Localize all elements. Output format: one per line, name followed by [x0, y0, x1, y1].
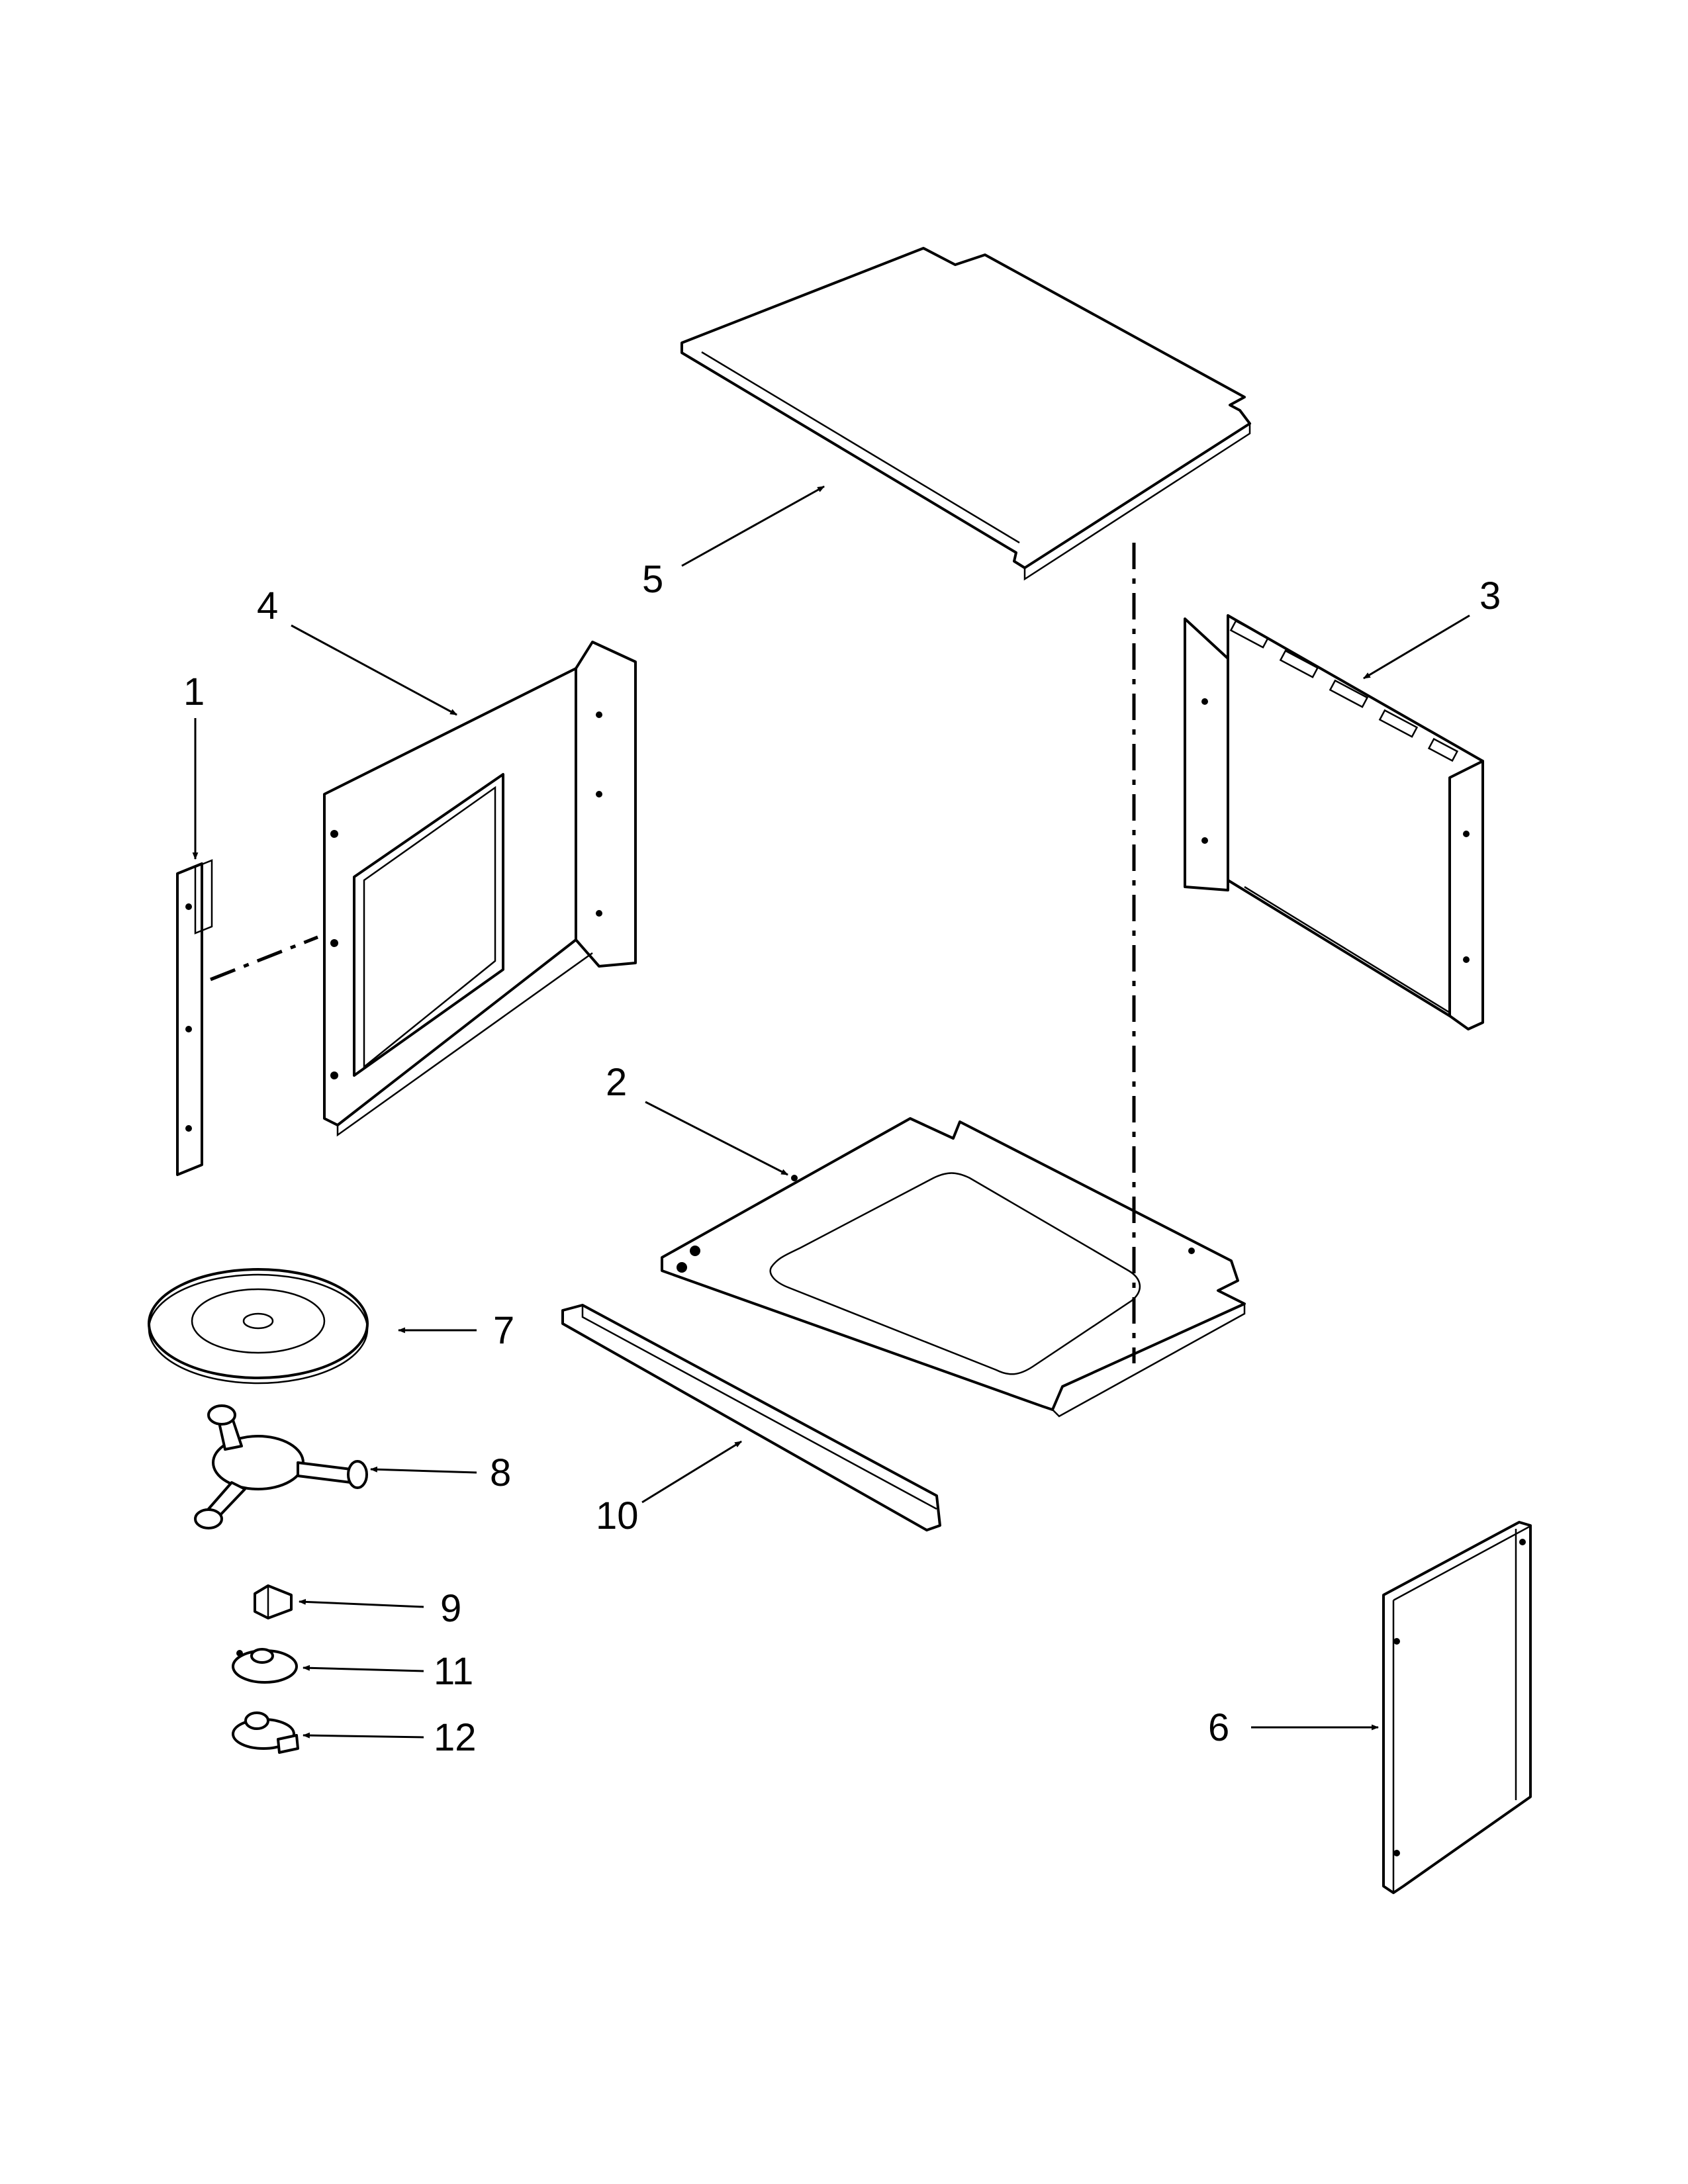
part-8-roller-support: [194, 1404, 368, 1529]
callout-8: 8: [490, 1451, 511, 1494]
callout-6: 6: [1208, 1706, 1229, 1749]
part-12-motor-connector: [232, 1711, 299, 1754]
callout-4: 4: [257, 584, 278, 627]
part-6-side-panel: [1382, 1521, 1532, 1894]
callout-12: 12: [434, 1716, 477, 1759]
part-9-coupler: [254, 1584, 293, 1619]
callout-9: 9: [440, 1587, 461, 1630]
part-10-trim-strip: [561, 1304, 941, 1531]
callout-5: 5: [642, 558, 663, 601]
leader-lines: [192, 485, 1470, 1739]
callout-11: 11: [434, 1650, 473, 1693]
callout-10: 10: [596, 1494, 639, 1537]
callout-1: 1: [183, 670, 205, 713]
callout-2: 2: [606, 1061, 627, 1104]
part-4-left-side-panel: [323, 641, 637, 1137]
part-5-top-panel: [680, 247, 1251, 581]
part-3-right-side-panel: [1184, 614, 1484, 1030]
callout-3: 3: [1479, 574, 1501, 617]
callout-7: 7: [493, 1309, 514, 1352]
part-7-turntable-tray: [148, 1268, 369, 1385]
alignment-line-bracket-to-panel: [210, 935, 318, 981]
part-1-bracket: [176, 859, 213, 1176]
part-2-floor-panel: [661, 1117, 1246, 1418]
part-11-motor: [232, 1648, 298, 1684]
